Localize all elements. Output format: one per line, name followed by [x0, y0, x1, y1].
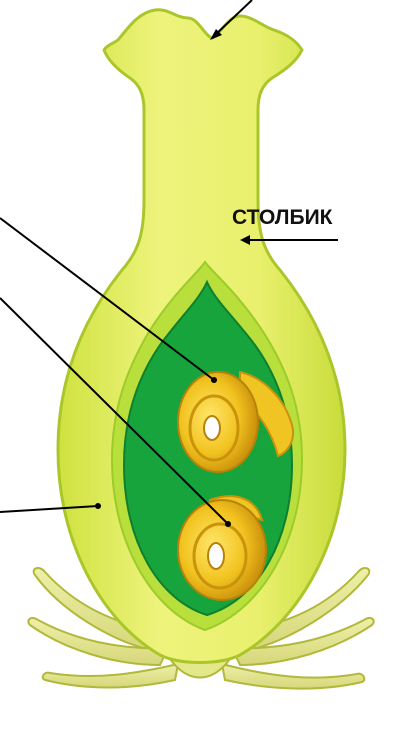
pointer-dot-ovule-lower: [225, 521, 231, 527]
pointer-dot-ovary-wall: [95, 503, 101, 509]
sepal-left-low: [43, 664, 178, 688]
style-label: СТОЛБИК: [232, 206, 333, 229]
ovule-upper-embryo-sac: [204, 416, 220, 440]
sepal-right-low: [222, 664, 364, 689]
pointer-dot-ovule-upper: [211, 377, 217, 383]
ovule-lower-embryo-sac: [208, 543, 224, 569]
